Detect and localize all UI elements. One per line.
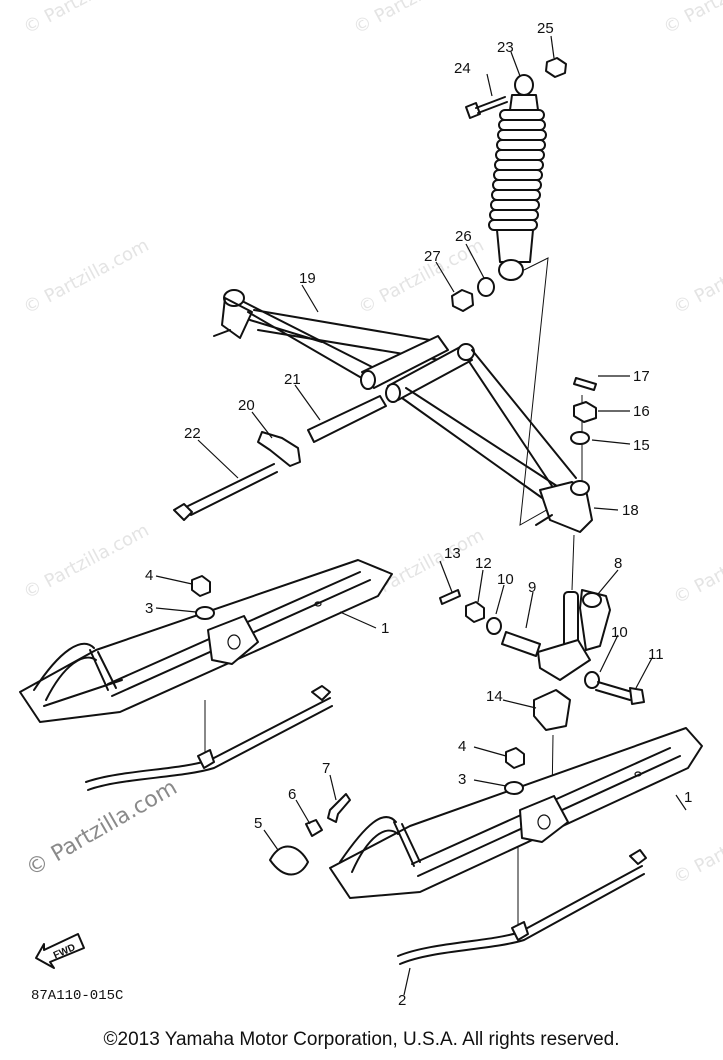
cotter-pin-17 — [573, 377, 597, 391]
callout-9: 9 — [528, 579, 537, 596]
callout-3: 3 — [145, 600, 154, 617]
washer-15 — [570, 431, 590, 445]
leader-lines — [155, 35, 687, 996]
shock-absorber — [488, 74, 547, 281]
ski-runner-left — [85, 685, 333, 791]
callout-20: 20 — [238, 397, 255, 414]
assembly-line — [571, 534, 575, 591]
callout-1: 1 — [684, 789, 693, 806]
ski-runner-right — [397, 849, 647, 965]
callout-21: 21 — [284, 371, 301, 388]
callout-16: 16 — [633, 403, 650, 420]
spindle-8 — [537, 589, 611, 681]
washer-10 — [584, 671, 600, 689]
drawing-code: 87A110-015C — [31, 988, 124, 1004]
bracket-20 — [257, 431, 301, 467]
washer-26 — [477, 277, 495, 297]
lower-a-arm — [385, 343, 593, 533]
callout-17: 17 — [633, 368, 650, 385]
washer-10 — [486, 617, 502, 635]
bolt-22 — [173, 463, 278, 521]
callout-25: 25 — [537, 20, 554, 37]
callout-13: 13 — [444, 545, 461, 562]
copyright-notice: ©2013 Yamaha Motor Corporation, U.S.A. A… — [103, 1029, 620, 1050]
nut-4 — [191, 575, 211, 597]
callout-6: 6 — [288, 786, 297, 803]
shaft-21 — [307, 395, 387, 443]
callout-5: 5 — [254, 815, 263, 832]
ski-left — [19, 559, 393, 723]
washer-3 — [195, 606, 215, 620]
nut-16 — [573, 401, 597, 423]
forward-arrow-icon: FWD — [35, 933, 85, 969]
nut-4 — [505, 747, 525, 769]
callout-7: 7 — [322, 760, 331, 777]
nut-12 — [465, 601, 485, 623]
washer-3 — [504, 781, 524, 795]
callout-27: 27 — [424, 248, 441, 265]
callout-10: 10 — [497, 571, 514, 588]
callout-2: 2 — [398, 992, 407, 1009]
callout-1: 1 — [381, 620, 390, 637]
ski-right — [329, 727, 703, 899]
callout-15: 15 — [633, 437, 650, 454]
upper-a-arm — [213, 289, 449, 390]
callout-19: 19 — [299, 270, 316, 287]
callout-11: 11 — [648, 646, 664, 663]
callout-4: 4 — [458, 738, 467, 755]
callout-22: 22 — [184, 425, 201, 442]
bolt-11 — [595, 681, 645, 705]
callout-24: 24 — [454, 60, 471, 77]
callout-23: 23 — [497, 39, 514, 56]
callout-18: 18 — [622, 502, 639, 519]
nut-27 — [451, 289, 474, 312]
callout-12: 12 — [475, 555, 492, 572]
callout-4: 4 — [145, 567, 154, 584]
nut-25 — [545, 57, 567, 78]
callout-10: 10 — [611, 624, 628, 641]
callout-14: 14 — [486, 688, 503, 705]
callout-8: 8 — [614, 555, 623, 572]
callout-3: 3 — [458, 771, 467, 788]
cotter-pin-13 — [439, 589, 461, 605]
callout-26: 26 — [455, 228, 472, 245]
collar-9 — [501, 631, 541, 657]
bolt-24 — [465, 96, 508, 119]
pin-7 — [327, 793, 351, 823]
bracket-5 — [269, 845, 309, 876]
damper-14 — [533, 689, 571, 731]
